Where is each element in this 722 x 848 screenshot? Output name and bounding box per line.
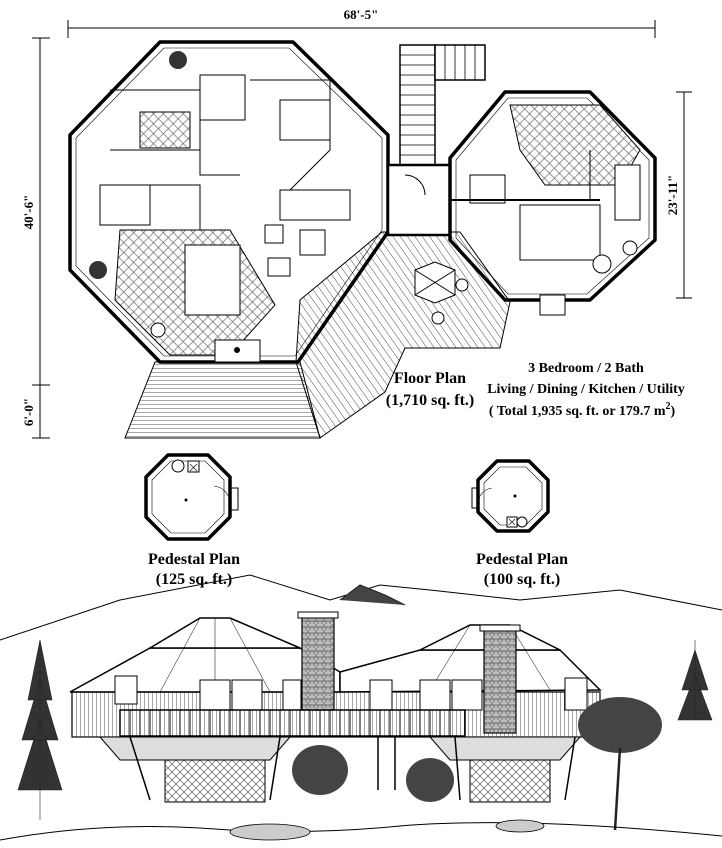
- deck-depth-dimension: 6'-0": [21, 398, 36, 426]
- pedestal-plan-right: [471, 459, 550, 533]
- features-summary: Living / Dining / Kitchen / Utility: [487, 382, 685, 397]
- rooms-summary: 3 Bedroom / 2 Bath: [528, 361, 644, 376]
- floor-plan-title: Floor Plan: [394, 370, 466, 387]
- pedestal-plan-left: [144, 453, 239, 541]
- stairs: [399, 44, 486, 168]
- overall-width-dimension: 68'-5": [344, 7, 379, 22]
- floor-plan-area: (1,710 sq. ft.): [386, 392, 474, 409]
- right-octagon: [448, 90, 657, 316]
- deck-left: [124, 361, 321, 439]
- patio-umbrella: [414, 261, 469, 325]
- right-wing-dimension: 23'-11": [665, 175, 680, 215]
- total-area-summary: ( Total 1,935 sq. ft. or 179.7 m2): [489, 401, 676, 419]
- dimension-lines: [32, 20, 692, 439]
- pedestal-left-area: (125 sq. ft.): [156, 571, 232, 588]
- overall-depth-dimension: 40'-6": [21, 195, 36, 230]
- main-octagon: [68, 40, 390, 364]
- elevation-drawing: [0, 574, 722, 841]
- pedestal-left-title: Pedestal Plan: [148, 551, 240, 568]
- pedestal-right-area: (100 sq. ft.): [484, 571, 560, 588]
- entry-connector: [386, 163, 452, 237]
- pedestal-right-title: Pedestal Plan: [476, 551, 568, 568]
